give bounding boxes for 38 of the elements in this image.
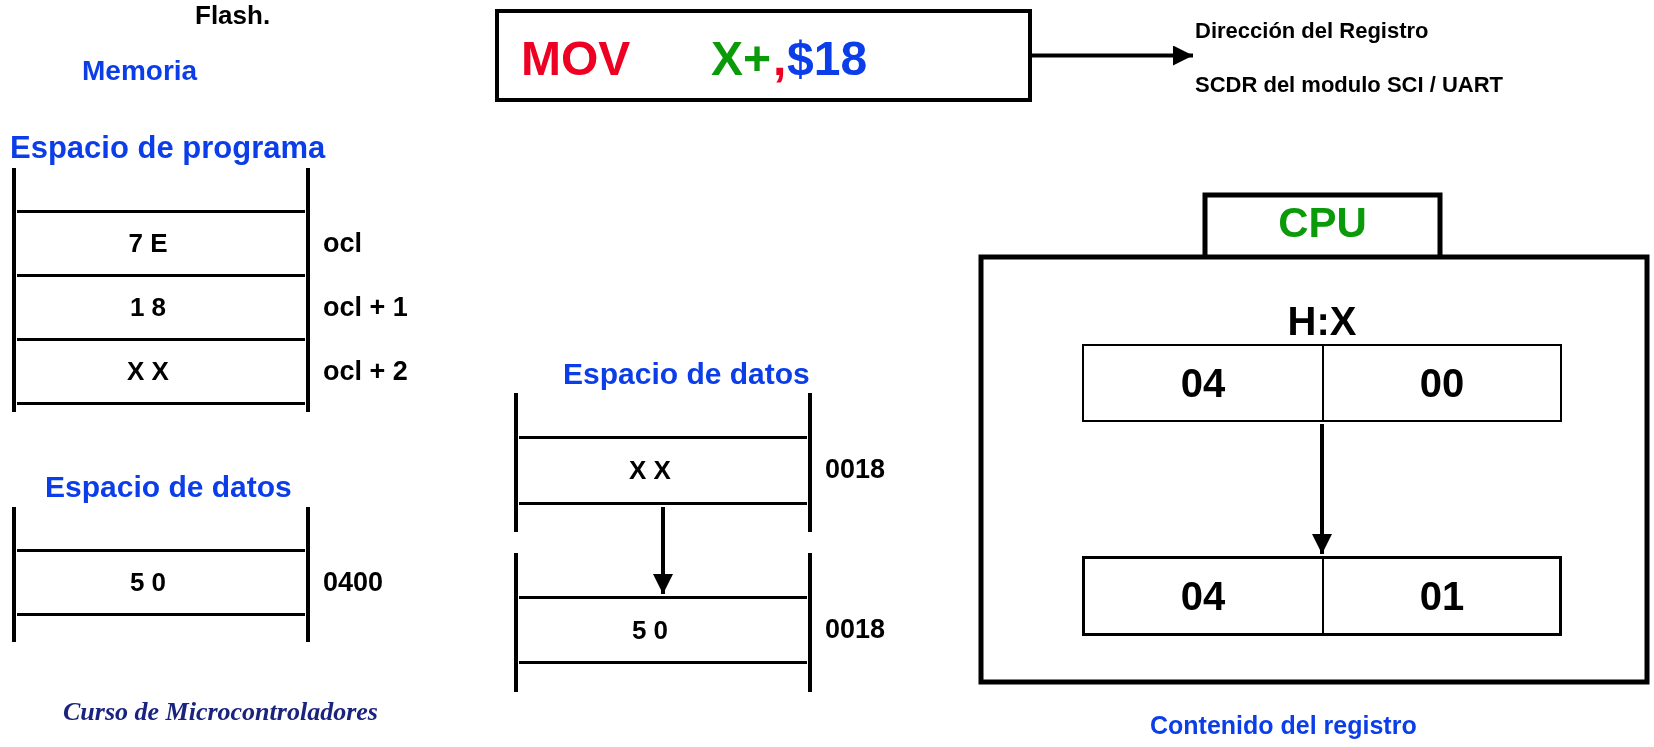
arrow — [1032, 45, 1193, 66]
memory-cell — [519, 596, 807, 664]
address-label: ocl + 1 — [323, 292, 408, 323]
heading: Memoria — [82, 55, 198, 87]
instruction-text: MOV — [521, 31, 631, 86]
section-title: Espacio de datos — [563, 357, 810, 391]
memory-cell — [17, 549, 305, 616]
register-description: SCDR del modulo SCI / UART — [1195, 71, 1504, 99]
address-label: ocl + 2 — [323, 356, 408, 387]
cell-value: 7 E — [128, 228, 168, 259]
cell-value: 5 0 — [129, 567, 167, 598]
cpu-block — [978, 193, 1650, 685]
instruction-text: $18 — [787, 31, 868, 86]
footer-text: Curso de Microcontroladores — [63, 697, 378, 727]
section-title: Espacio de programa — [10, 130, 326, 166]
register — [1082, 556, 1562, 636]
caption: Contenido del registro — [1150, 711, 1417, 740]
memory-cell — [519, 436, 807, 505]
cell-value: 5 0 — [631, 614, 669, 646]
register-byte: 04 — [1082, 344, 1324, 422]
cell-value: X X — [629, 455, 671, 486]
cpu-label: CPU — [1277, 199, 1368, 247]
register-description: Dirección del Registro — [1195, 17, 1430, 45]
cell-value: X X — [127, 356, 169, 387]
instruction-box — [495, 9, 1032, 102]
address-label: 0018 — [825, 614, 886, 645]
instruction-text: , — [773, 31, 787, 86]
arrow — [653, 507, 673, 594]
cell-value: 1 8 — [129, 292, 167, 323]
instruction-text: X+ — [711, 31, 772, 86]
section-title: Espacio de datos — [45, 470, 292, 504]
heading: Flash. — [195, 0, 271, 31]
register-byte: 00 — [1322, 344, 1562, 422]
register-name: H:X — [1287, 298, 1357, 344]
address-label: 0400 — [323, 567, 384, 598]
arrow — [1312, 424, 1332, 554]
address-label: 0018 — [825, 454, 886, 485]
address-label: ocl — [323, 228, 362, 259]
